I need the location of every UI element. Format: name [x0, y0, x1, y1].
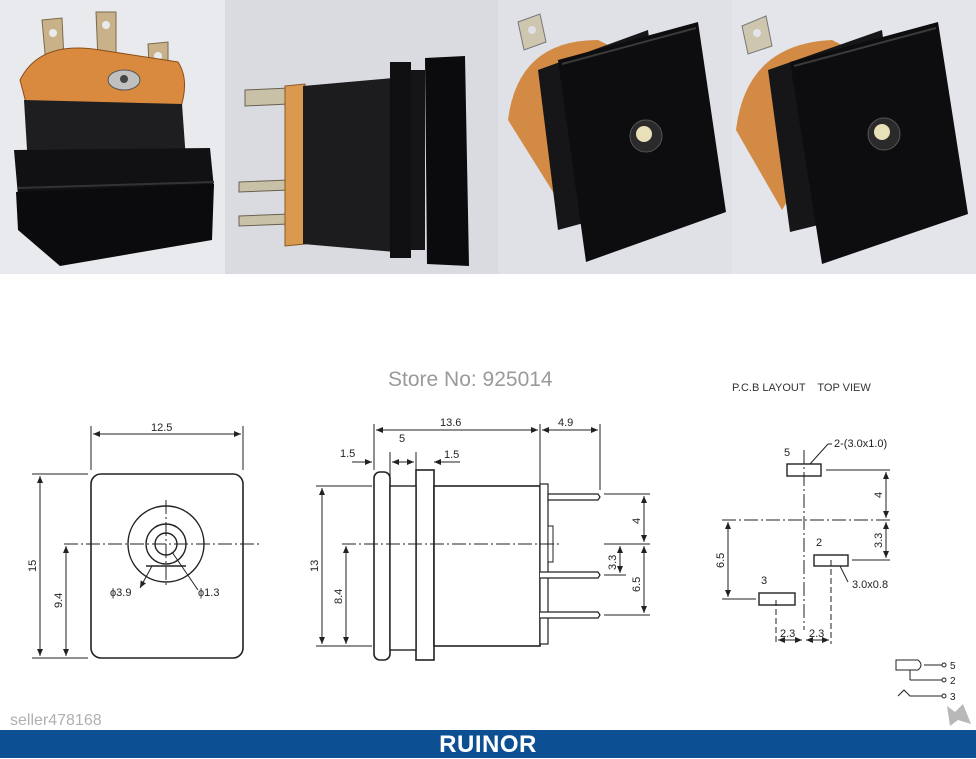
side-pin-length-label: 4.9 — [558, 417, 573, 429]
pcb-dim-h1-label: 2.3 — [780, 628, 795, 640]
side-pin-bottom-offset-label: 6.5 — [631, 577, 643, 592]
connector-photo-front-angle-2 — [732, 0, 976, 274]
pcb-slot2-size-label: 3.0x0.8 — [852, 579, 888, 591]
pcb-dim-h2-label: 2.3 — [809, 628, 824, 640]
side-height-label: 13 — [309, 560, 321, 572]
pcb-dim-mid-label: 3.3 — [873, 533, 885, 548]
store-watermark: Store No: 925014 — [388, 368, 553, 391]
ebay-logo-icon — [947, 704, 971, 726]
side-flange-gap-label: 5 — [399, 433, 405, 445]
outer-diameter-label: ϕ3.9 — [110, 587, 131, 599]
pcb-pin-3-label: 3 — [761, 575, 767, 587]
seller-watermark: seller478168 — [10, 712, 102, 729]
schematic-pin-2-label: 2 — [950, 676, 956, 687]
connector-photo-side — [225, 0, 498, 274]
brand-footer: RUINOR — [0, 730, 976, 758]
dimension-drawing: Store No: 925014 seller478168 12.5 15 9.… — [10, 368, 971, 729]
side-flange-left-label: 1.5 — [340, 448, 355, 460]
schematic-pin-5-label: 5 — [950, 661, 956, 672]
side-center-height-label: 8.4 — [333, 589, 345, 604]
connector-photo-front-angle — [498, 0, 732, 274]
pcb-dim-top-label: 4 — [873, 492, 885, 498]
connector-photo-rear-pins — [0, 0, 225, 274]
schematic-pin-3-label: 3 — [950, 692, 956, 703]
front-center-height-label: 9.4 — [53, 593, 65, 608]
pcb-title: P.C.B LAYOUT TOP VIEW — [732, 382, 871, 394]
brand-name: RUINOR — [439, 731, 537, 758]
side-flange-right-label: 1.5 — [444, 449, 459, 461]
side-pin-mid-offset-label: 3.3 — [607, 555, 619, 570]
pcb-dim-left-label: 6.5 — [715, 553, 727, 568]
front-height-label: 15 — [27, 560, 39, 572]
side-pin-top-offset-label: 4 — [631, 518, 643, 524]
pcb-pin-2-label: 2 — [816, 537, 822, 549]
pin-diameter-label: ϕ1.3 — [198, 587, 219, 599]
front-width-label: 12.5 — [151, 422, 172, 434]
pcb-slot-size-label: 2-(3.0x1.0) — [834, 438, 887, 450]
pcb-pin-5-label: 5 — [784, 447, 790, 459]
side-length-label: 13.6 — [440, 417, 461, 429]
